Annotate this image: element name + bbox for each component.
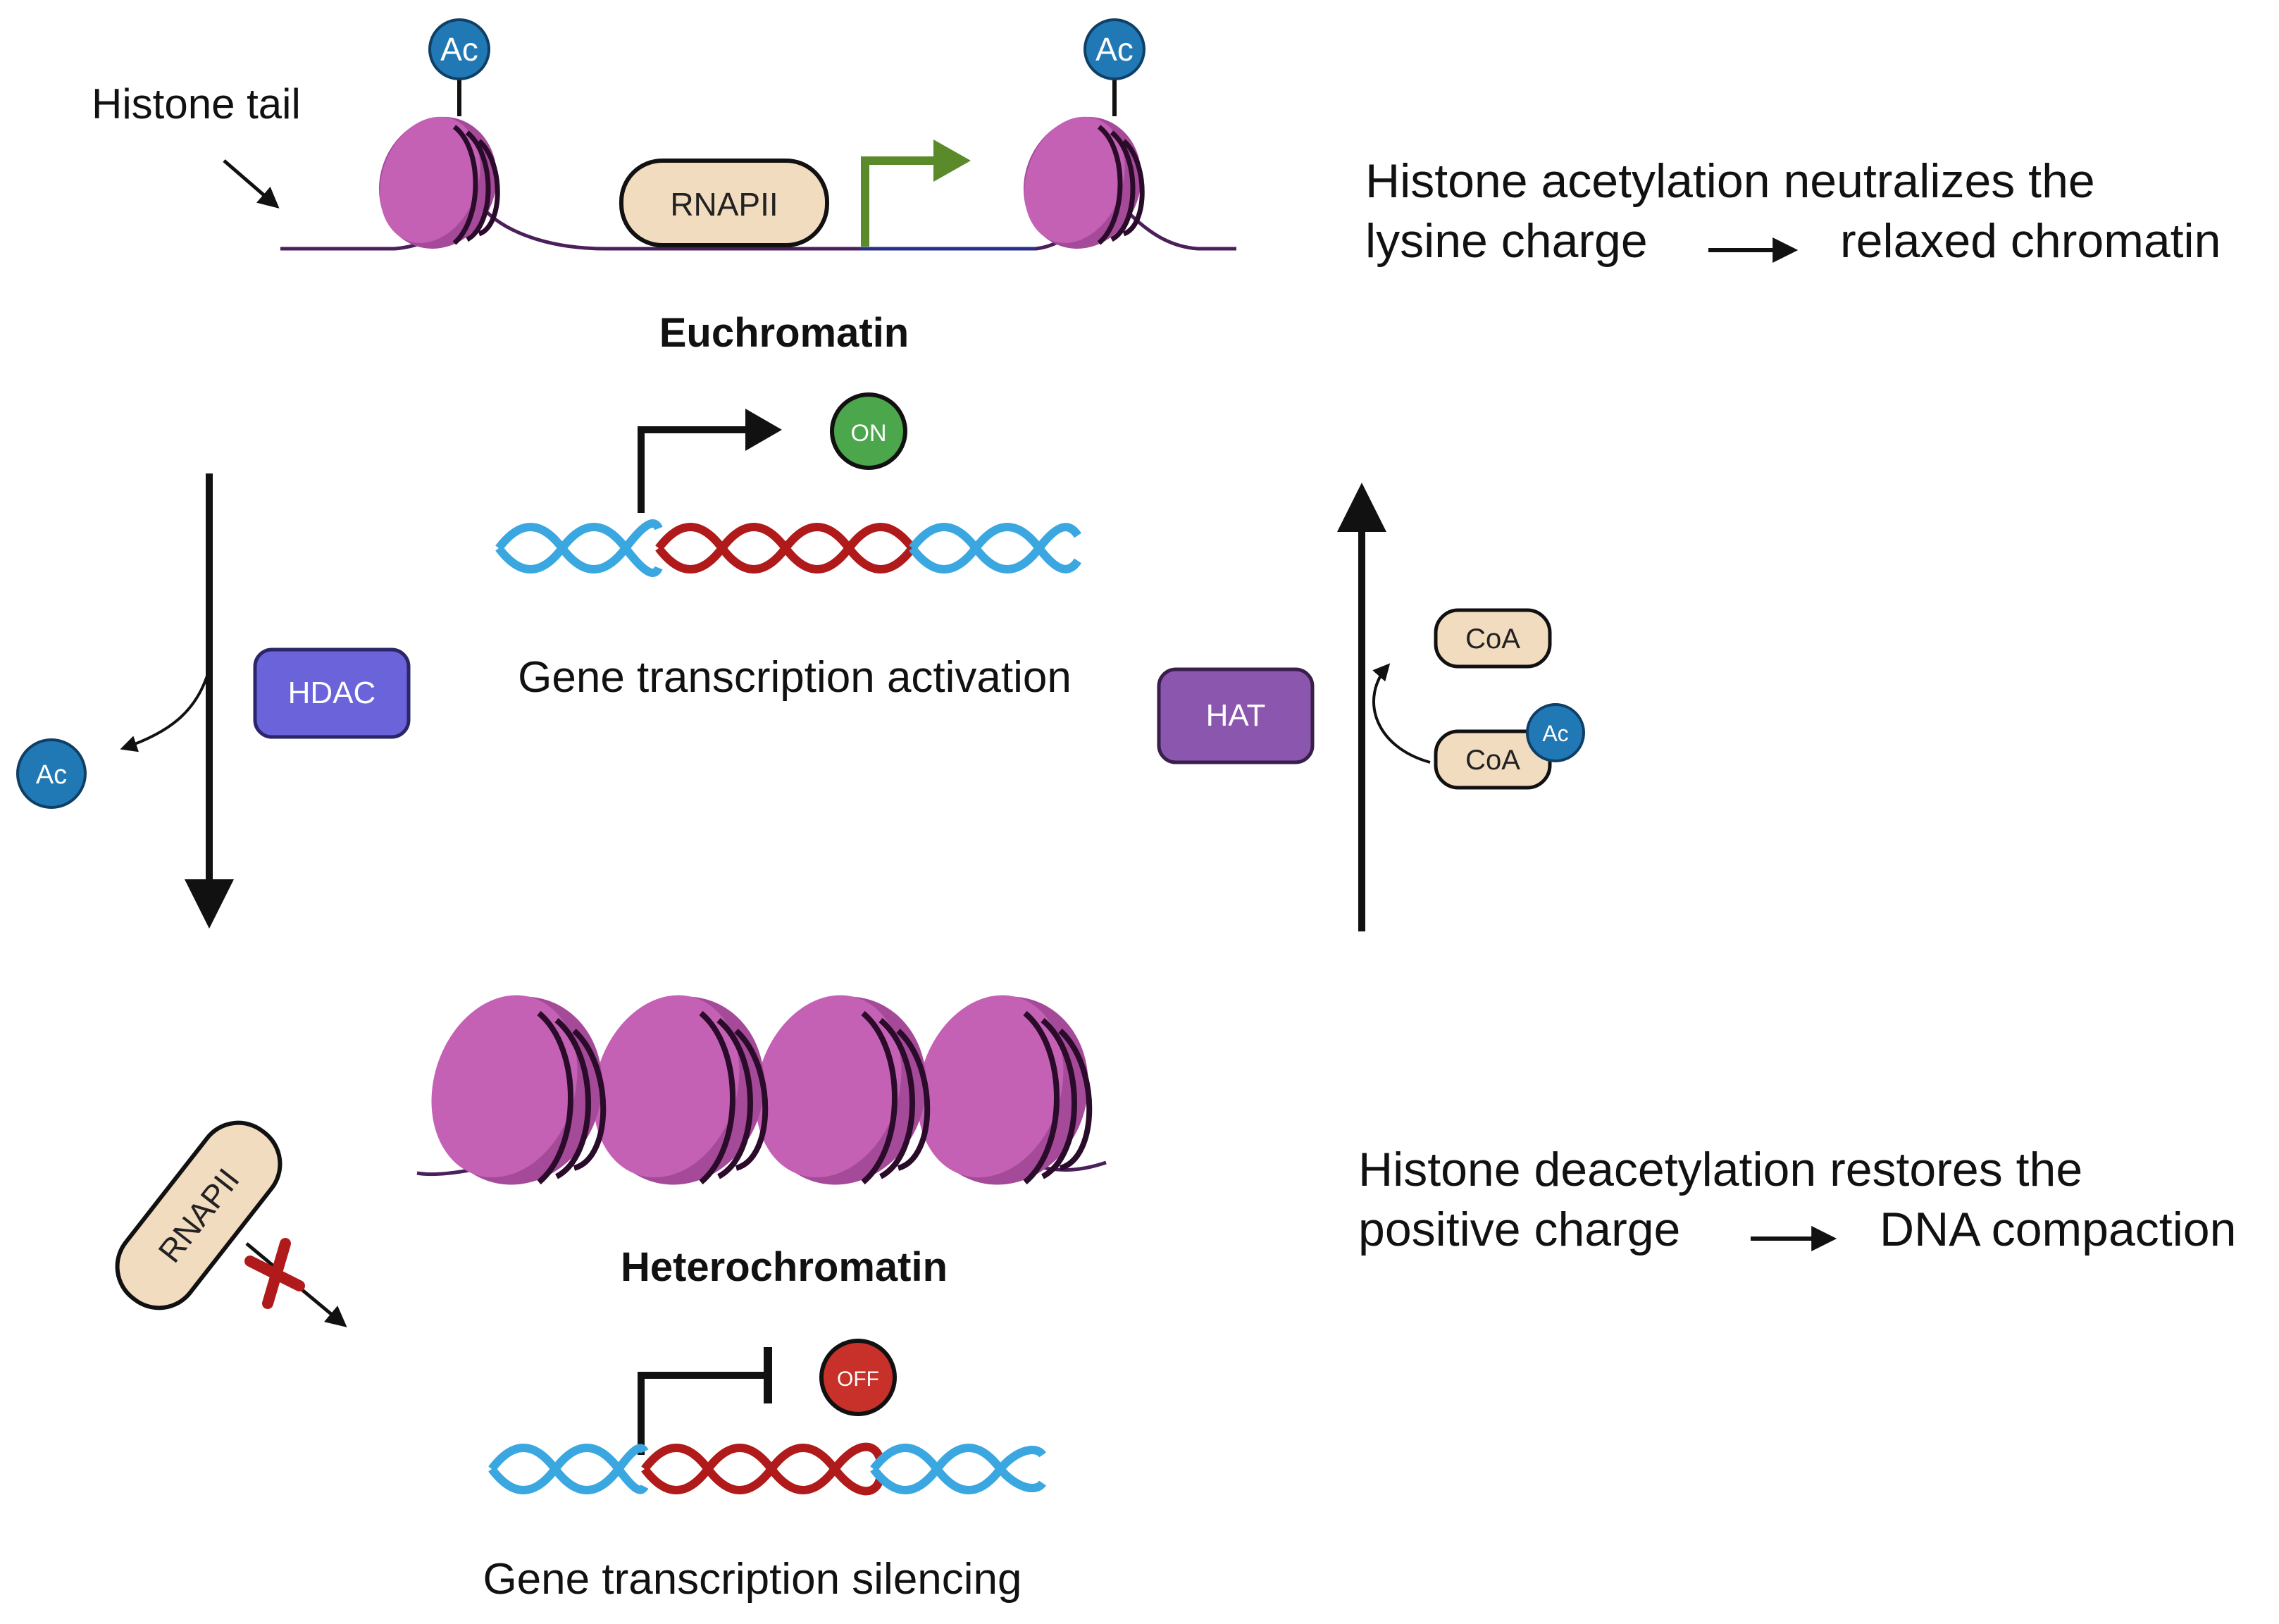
nucleosome-compact-3 [755,995,931,1185]
rnapii-bound [619,159,829,247]
active-gene-panel: ON Gene transcription activation [495,392,1081,702]
deacetylation-note-left: positive charge [1358,1203,1680,1256]
euchromatin-strand: Ac Ac RNAPII [280,18,1236,251]
deacetylation-note-line1: Histone deacetylation restores the [1358,1143,2082,1196]
hat-pathway: HAT CoA CoA Ac [1157,483,1585,931]
dna-helix-silenced [488,1442,1046,1496]
silenced-gene-panel: OFF Gene transcription silencing [483,1339,1046,1604]
ac-release-arrow [120,669,211,752]
acetyl-group-left [428,18,490,80]
deacetylation-note-right: DNA compaction [1880,1203,2236,1256]
coa-free [1434,608,1552,669]
on-badge [830,392,907,470]
acetylation-note: Histone acetylation neutralizes the lysi… [1365,154,2221,268]
hat-enzyme [1157,667,1315,764]
acetylation-note-left: lysine charge [1365,214,1648,268]
nucleosome-compact-4 [917,995,1093,1185]
nucleosome-compact-1 [431,995,607,1185]
off-badge [819,1339,897,1416]
acetylation-note-right: relaxed chromatin [1840,214,2221,268]
acetylation-note-line1: Histone acetylation neutralizes the [1365,154,2095,208]
hdac-pathway: Ac HDAC [16,473,411,929]
released-acetyl-group [16,738,87,809]
hdac-label: HDAC [288,676,376,710]
coa-release-arrow [1372,663,1431,764]
histone-tail-label: Histone tail [92,80,301,128]
activation-label: Gene transcription activation [518,653,1072,702]
dna-helix-active [495,519,1081,577]
on-badge-label: ON [851,420,887,447]
repressed-promoter-line [638,1372,764,1455]
acetyl-coa-ac-label: Ac [1542,721,1568,746]
heterochromatin-strand [416,995,1107,1185]
rnapii-unbound [115,1120,282,1310]
acetyl-coa-ac-group [1526,703,1585,762]
nucleosome-compact-2 [593,995,769,1185]
euchromatin-label: Euchromatin [659,310,909,356]
hdac-down-arrowhead [185,879,234,929]
released-acetyl-label: Ac [36,760,67,790]
block-x-icon [244,1238,305,1309]
promoter-arrowhead-green [933,140,971,182]
acetyl-label-left: Ac [440,31,478,68]
acetyl-label-right: Ac [1095,31,1134,68]
heterochromatin-label: Heterochromatin [621,1244,948,1290]
deacetylation-note: Histone deacetylation restores the posit… [1358,1143,2236,1256]
hat-label: HAT [1206,698,1266,733]
acetyl-group-right [1083,18,1145,80]
hdac-enzyme [253,647,411,739]
silencing-label: Gene transcription silencing [483,1555,1021,1604]
rnapii-label-top: RNAPII [670,186,778,223]
promoter-arrow-green [861,156,944,247]
blocked-rnapii: RNAPII [115,1120,347,1327]
active-promoter-arrow [638,426,754,513]
histone-tail-pointer [223,159,280,209]
acetyl-coa-label: CoA [1465,745,1520,776]
active-promoter-arrowhead [745,409,782,451]
off-badge-label: OFF [837,1368,879,1391]
nucleosome-right [1023,116,1145,249]
coa-free-label: CoA [1465,624,1520,655]
hat-up-arrowhead [1337,483,1386,532]
nucleosome-left [378,116,500,249]
